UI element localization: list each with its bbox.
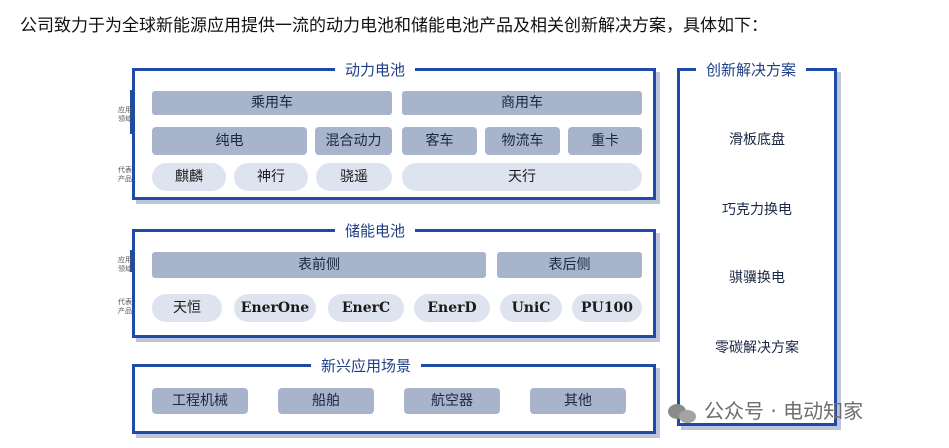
product-tianheng: 天恒 <box>152 294 222 322</box>
app-commercial-vehicle: 商用车 <box>402 91 642 115</box>
app-behind-the-meter: 表后侧 <box>497 252 642 278</box>
app-front-of-meter: 表前侧 <box>152 252 486 278</box>
product-enerone: EnerOne <box>234 294 316 322</box>
app-bus: 客车 <box>402 127 477 155</box>
storage-app-label: 应用 领域 <box>118 256 132 273</box>
product-enerd: EnerD <box>414 294 490 322</box>
innovation-title: 创新解决方案 <box>696 59 807 81</box>
app-hybrid: 混合动力 <box>315 127 392 155</box>
product-unic: UniC <box>500 294 562 322</box>
product-enerc: EnerC <box>328 294 404 322</box>
wechat-icon <box>668 402 698 424</box>
app-passenger-car: 乘用车 <box>152 91 392 115</box>
emerging-title: 新兴应用场景 <box>311 355 422 377</box>
app-logistics: 物流车 <box>485 127 560 155</box>
emerging-construction-machinery: 工程机械 <box>152 388 248 414</box>
product-xiaoyao: 骁遥 <box>316 163 392 191</box>
storage-product-label: 代表 产品 <box>118 298 132 315</box>
product-pu100: PU100 <box>572 294 642 322</box>
innovation-panel: 创新解决方案 滑板底盘 巧克力换电 骐骥换电 零碳解决方案 <box>677 59 837 426</box>
product-shenxing: 神行 <box>234 163 308 191</box>
storage-battery-title: 储能电池 <box>335 220 416 242</box>
innovation-zero-carbon: 零碳解决方案 <box>715 340 799 356</box>
power-battery-title: 动力电池 <box>335 59 416 81</box>
product-tianxing: 天行 <box>402 163 642 191</box>
storage-app-tick <box>130 250 133 272</box>
app-bev: 纯电 <box>152 127 307 155</box>
intro-text: 公司致力于为全球新能源应用提供一流的动力电池和储能电池产品及相关创新解决方案，具… <box>20 16 768 36</box>
emerging-other: 其他 <box>530 388 626 414</box>
watermark-text: 公众号 · 电动知家 <box>704 399 864 423</box>
power-app-label: 应用 领域 <box>118 106 132 123</box>
emerging-aircraft: 航空器 <box>404 388 500 414</box>
watermark: 公众号 · 电动知家 <box>668 394 938 428</box>
innovation-skateboard-chassis: 滑板底盘 <box>729 132 785 148</box>
innovation-choco-swap: 巧克力换电 <box>722 202 792 218</box>
power-app-tick <box>130 90 133 134</box>
product-qilin: 麒麟 <box>152 163 226 191</box>
power-product-label: 代表 产品 <box>118 166 132 183</box>
app-heavy-truck: 重卡 <box>568 127 642 155</box>
emerging-ships: 船舶 <box>278 388 374 414</box>
innovation-qiji-swap: 骐骥换电 <box>729 270 785 286</box>
